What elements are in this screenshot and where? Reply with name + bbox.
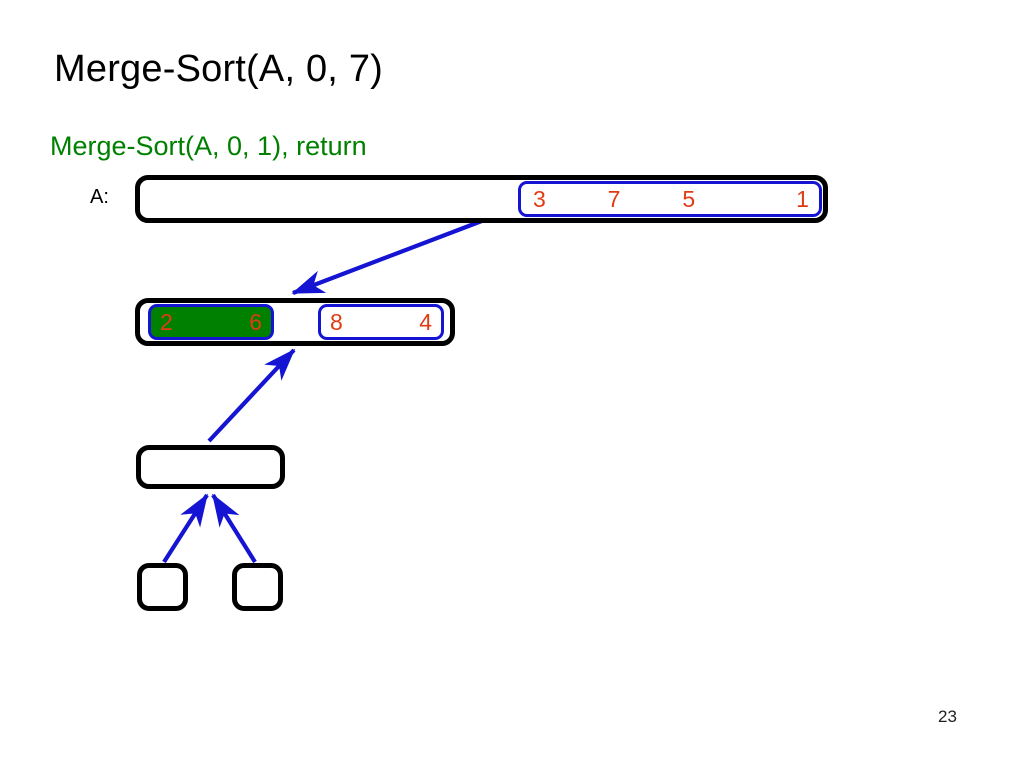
- array-cell: 2: [160, 309, 173, 335]
- array-cell: 6: [249, 309, 262, 335]
- array-cell: 3: [533, 186, 546, 212]
- left-eighth-box: [136, 445, 285, 489]
- arrow-level1-to-level2: [291, 217, 488, 295]
- right-quarter: 8 4: [318, 304, 444, 340]
- array-cell: 7: [607, 186, 621, 212]
- leaf-left-box: [137, 563, 188, 611]
- array-cell: 8: [330, 309, 343, 335]
- arrow-level3-to-level2: [207, 348, 296, 443]
- left-quarter-highlighted: 2 6: [148, 304, 274, 340]
- leaf-right-box: [232, 563, 283, 611]
- slide-subtitle: Merge-Sort(A, 0, 1), return: [50, 131, 367, 161]
- array-cell: 4: [419, 309, 432, 335]
- array-cell: 5: [682, 186, 696, 212]
- page-title: Merge-Sort(A, 0, 7): [54, 48, 384, 90]
- page-number: 23: [938, 707, 957, 726]
- array-cell: 1: [796, 186, 809, 212]
- array-label: A:: [90, 186, 109, 208]
- root-array-right-half: 3 7 5 1: [518, 181, 822, 217]
- arrow-leaf-left-to-level3: [162, 493, 209, 564]
- arrow-leaf-right-to-level3: [211, 493, 257, 564]
